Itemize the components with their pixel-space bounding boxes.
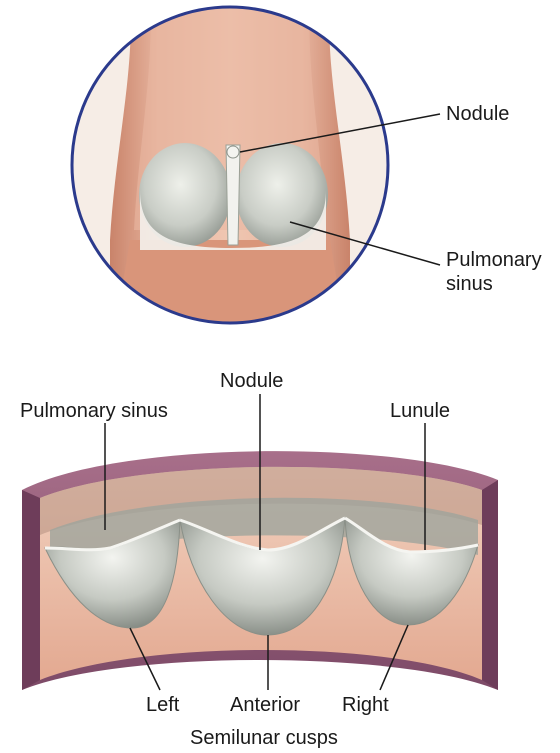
right-cusp-shape xyxy=(236,143,328,247)
anterior-cusp-label: Anterior xyxy=(230,694,301,716)
nodule-shape xyxy=(226,145,240,159)
semilunar-cusps-caption: Semilunar cusps xyxy=(190,727,338,749)
bottom-lunule-label: Lunule xyxy=(390,400,451,422)
bottom-nodule-label: Nodule xyxy=(220,370,284,392)
left-cusp-label: Left xyxy=(146,694,180,716)
sinus-leader-top xyxy=(289,221,441,266)
nodule-leader-top xyxy=(239,113,441,153)
right-cusp-label: Right xyxy=(342,694,389,716)
top-magnified-view xyxy=(72,7,388,323)
bottom-cutaway-view xyxy=(22,451,498,690)
bottom-pulmonary-sinus-label: Pulmonary sinus xyxy=(20,400,168,422)
right-leader xyxy=(379,624,409,691)
left-leader xyxy=(129,627,161,691)
top-pulmonary-sinus-label-1: Pulmonary xyxy=(446,249,542,271)
left-cusp-shape xyxy=(139,143,231,247)
top-nodule-label: Nodule xyxy=(446,103,510,125)
top-pulmonary-sinus-label-2: sinus xyxy=(446,273,493,295)
magnify-circle xyxy=(70,5,390,325)
